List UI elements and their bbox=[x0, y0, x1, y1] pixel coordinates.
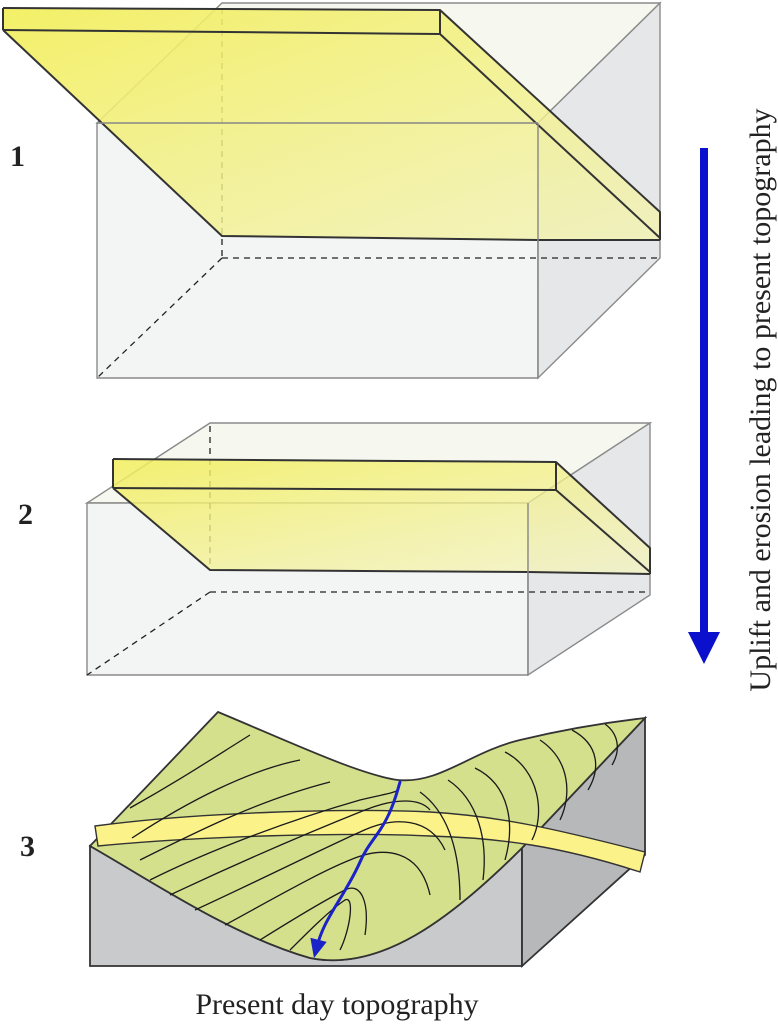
stage-3-terrain-surface bbox=[88, 710, 648, 962]
uplift-erosion-arrow bbox=[688, 148, 720, 664]
stage-3-block bbox=[88, 710, 648, 969]
stage-1-number: 1 bbox=[10, 140, 25, 173]
stage-3-contour-lines bbox=[129, 723, 618, 951]
stage-3-number: 3 bbox=[20, 830, 35, 863]
stage-1-block bbox=[2, 1, 662, 380]
stage-3-outcrop-band bbox=[94, 809, 646, 873]
stage-2-block bbox=[84, 421, 653, 677]
stage-3-stream bbox=[310, 780, 402, 959]
stage-2-number: 2 bbox=[18, 498, 33, 531]
stage-1-dipping-bed bbox=[3, 8, 660, 240]
figure-caption: Present day topography bbox=[195, 988, 478, 1021]
process-label: Uplift and erosion leading to present to… bbox=[744, 108, 777, 691]
